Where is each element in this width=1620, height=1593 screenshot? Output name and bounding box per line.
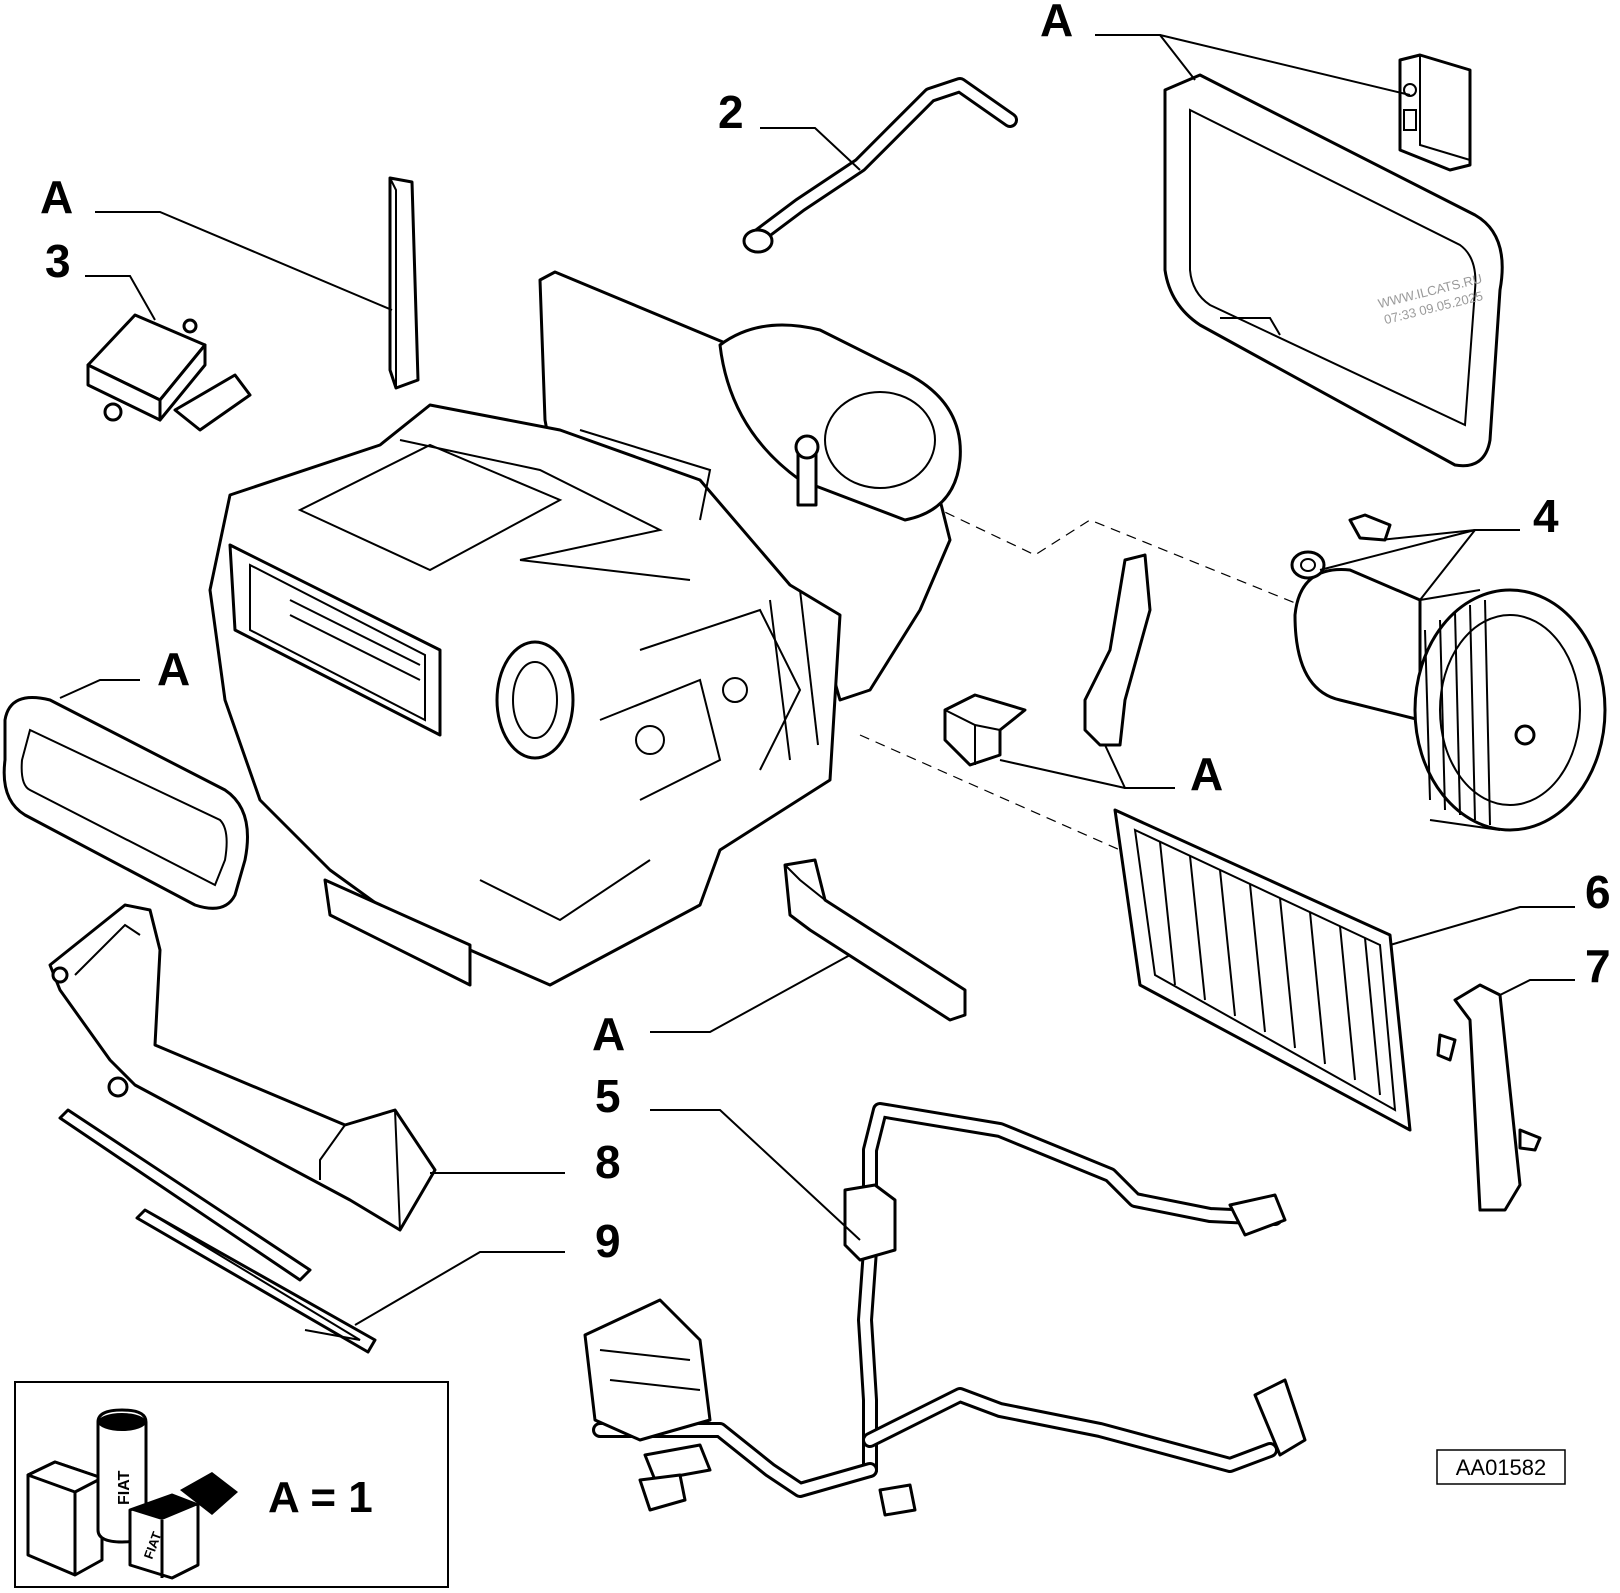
fan-blades (1424, 599, 1491, 826)
label-9: 9 (595, 1215, 621, 1267)
gasket-block-small (943, 693, 1027, 767)
label-3: 3 (45, 235, 71, 287)
label-6: 6 (1585, 866, 1611, 918)
seal-strip-lower-middle (783, 858, 967, 1022)
part-6-cabin-filter (1113, 808, 1412, 1132)
small-gasket-top-right (1398, 53, 1472, 172)
callout-labels: A A 3 2 A 4 A 6 7 A 5 8 9 (40, 0, 1611, 1267)
part-4-blower-motor (1290, 513, 1607, 832)
part-7-bracket (1436, 983, 1542, 1212)
seal-strip-vertical (388, 176, 420, 390)
part-8-air-duct (48, 903, 437, 1232)
label-7: 7 (1585, 940, 1611, 992)
drawing-code-box: AA01582 (1436, 1449, 1566, 1485)
label-a-bottom-mid: A (592, 1008, 625, 1060)
label-a-right-mid: A (1190, 748, 1223, 800)
legend-text: A = 1 (268, 1473, 373, 1522)
label-5: 5 (595, 1070, 621, 1122)
label-2: 2 (718, 86, 744, 138)
leader-lines (59, 34, 1575, 1326)
gasket-left-outlet (2, 696, 249, 910)
drawing-code: AA01582 (1456, 1455, 1547, 1480)
alignment-lines (859, 504, 1301, 851)
label-a-left: A (157, 643, 190, 695)
part-2-drain-hose (742, 77, 1018, 254)
frame-gasket-top-right (1163, 73, 1504, 468)
part-3-blower-resistor (86, 313, 252, 432)
label-4: 4 (1533, 490, 1559, 542)
label-8: 8 (595, 1136, 621, 1188)
gasket-vertical-center (1083, 553, 1152, 747)
label-a-top-left: A (40, 171, 73, 223)
part-5-wiring-harness (583, 1102, 1307, 1517)
can-brand: FIAT (116, 1470, 133, 1505)
label-a-top-right: A (1040, 0, 1073, 46)
legend-box: FIAT FIAT A = 1 (14, 1381, 449, 1588)
part-9-seal-strips (58, 1108, 377, 1354)
filter-pleats (1159, 841, 1381, 1096)
fiat-kit-icon: FIAT FIAT (26, 1408, 238, 1580)
heater-housing (208, 270, 962, 987)
